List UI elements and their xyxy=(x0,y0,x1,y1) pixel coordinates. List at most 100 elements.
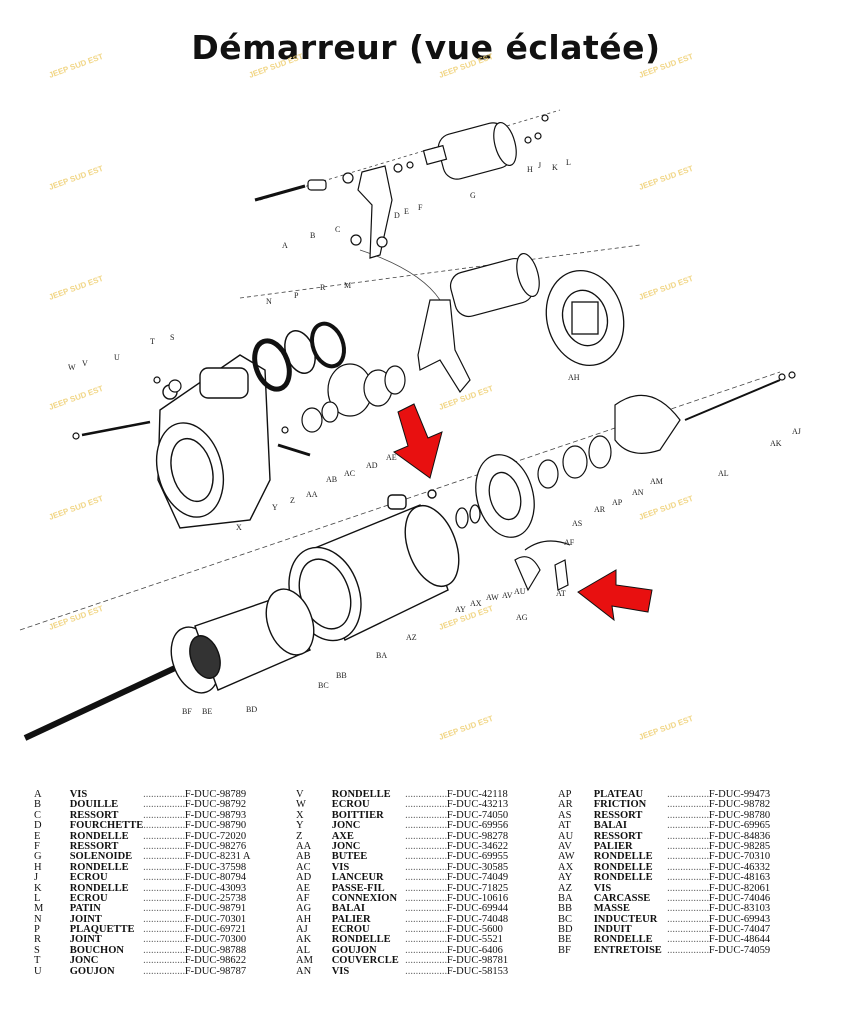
part-labels: A B C D E F G H J K L M N P R S T U V W … xyxy=(68,158,801,716)
part-label: W xyxy=(68,363,76,372)
part-label: AG xyxy=(516,613,528,622)
part-name: ECROU xyxy=(331,924,370,936)
parts-row: BFENTRETOISE..................F-DUC-7405… xyxy=(558,945,818,956)
part-name: RONDELLE xyxy=(331,789,391,800)
watermark: JEEP SUD EST xyxy=(638,274,695,302)
part-label: AS xyxy=(572,519,582,528)
part-name: CARCASSE xyxy=(593,892,651,904)
solenoid-top xyxy=(422,114,549,180)
part-label: AN xyxy=(632,488,644,497)
part-name: SOLENOIDE xyxy=(69,851,133,863)
part-code: S xyxy=(34,944,40,956)
part-code: BD xyxy=(558,924,573,936)
watermark: JEEP SUD EST xyxy=(438,384,495,412)
part-label: AE xyxy=(386,453,397,462)
part-reference: F-DUC-25738 xyxy=(184,892,247,904)
part-name: RESSORT xyxy=(593,809,643,821)
part-code: AP xyxy=(558,789,572,800)
leader-dots: .................. xyxy=(667,821,709,832)
part-label: L xyxy=(566,158,571,167)
part-name: RONDELLE xyxy=(593,872,653,884)
leader-dots: .................. xyxy=(405,956,447,967)
part-name: JONC xyxy=(69,955,99,967)
leader-dots: .................. xyxy=(143,956,185,967)
watermark: JEEP SUD EST xyxy=(48,52,105,80)
part-label: AU xyxy=(514,587,526,596)
part-code: AR xyxy=(558,799,573,811)
frame-carcasse xyxy=(288,489,460,642)
part-label: E xyxy=(404,207,409,216)
part-name: DOUILLE xyxy=(69,799,119,811)
fork-assembly xyxy=(254,161,414,259)
part-code: AN xyxy=(296,965,312,977)
part-code: AL xyxy=(296,944,310,956)
leader-dots: .................. xyxy=(143,925,185,936)
part-name: RONDELLE xyxy=(593,934,653,946)
part-label: M xyxy=(344,281,351,290)
part-label: BA xyxy=(376,651,387,660)
part-code: AH xyxy=(296,913,312,925)
part-label: AL xyxy=(718,469,729,478)
part-code: AY xyxy=(558,872,573,884)
leader-dots: .................. xyxy=(143,935,185,946)
part-label: Z xyxy=(290,496,295,505)
part-reference: F-DUC-99473 xyxy=(708,789,771,800)
part-label: R xyxy=(320,283,326,292)
part-name: PLAQUETTE xyxy=(69,924,135,936)
part-label: AB xyxy=(326,475,337,484)
part-reference: F-DUC-34622 xyxy=(446,840,509,852)
pinion-drive xyxy=(277,363,406,457)
leader-dots: .................. xyxy=(405,945,447,956)
part-label: AT xyxy=(556,589,566,598)
leader-dots: .................. xyxy=(143,810,185,821)
part-label: C xyxy=(335,225,340,234)
part-name: BALAI xyxy=(331,903,365,915)
part-reference: F-DUC-74049 xyxy=(446,872,509,884)
part-code: W xyxy=(296,799,306,811)
part-name: BALAI xyxy=(593,820,627,832)
armature-induit xyxy=(23,588,315,741)
part-label: H xyxy=(527,165,533,174)
part-label: AY xyxy=(455,605,466,614)
part-reference: F-DUC-74048 xyxy=(446,913,509,925)
leader-dots: .................. xyxy=(405,873,447,884)
part-label: AC xyxy=(344,469,355,478)
part-label: S xyxy=(170,333,174,342)
part-code: J xyxy=(34,872,39,884)
part-label: B xyxy=(310,231,315,240)
part-reference: F-DUC-74047 xyxy=(708,924,771,936)
leader-dots: .................. xyxy=(143,893,185,904)
leader-dots: .................. xyxy=(667,800,709,811)
part-label: T xyxy=(150,337,155,346)
part-reference: F-DUC-74046 xyxy=(708,892,771,904)
studs xyxy=(72,376,182,440)
part-name: JONC xyxy=(331,840,361,852)
watermark: JEEP SUD EST xyxy=(248,52,305,80)
part-code: E xyxy=(34,830,41,842)
part-code: B xyxy=(34,799,42,811)
part-reference: F-DUC-30585 xyxy=(446,861,509,873)
part-label: U xyxy=(114,353,120,362)
part-reference: F-DUC-69956 xyxy=(446,820,509,832)
part-reference: F-DUC-69965 xyxy=(708,820,771,832)
part-label: BE xyxy=(202,707,212,716)
part-label: N xyxy=(266,297,272,306)
part-code: AT xyxy=(558,820,571,832)
leader-dots: .................. xyxy=(667,831,709,842)
part-name: JOINT xyxy=(69,934,102,946)
